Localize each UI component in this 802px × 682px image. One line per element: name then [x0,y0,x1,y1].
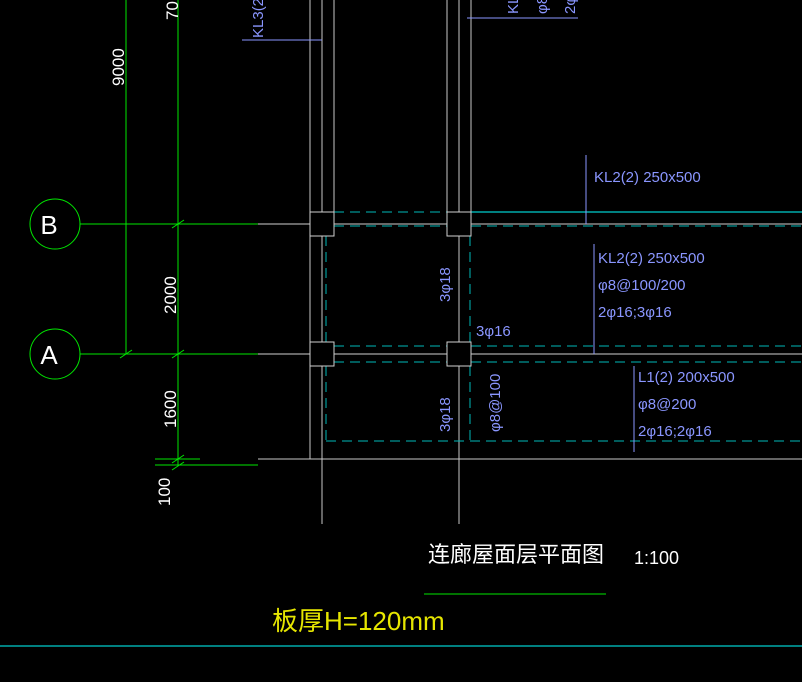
kl-partial-label: KL [505,0,522,14]
axis-label-a: A [40,340,58,370]
dashed-beams [325,211,802,442]
column-a1 [309,341,335,367]
drawing-scale: 1:100 [634,548,679,568]
vertical-grid-lines [258,0,802,524]
kl2-bars-label: 2φ16;3φ16 [598,304,672,321]
grid-axis-b [29,198,802,250]
column-b2 [446,211,472,237]
rebar-3phi18-upper: 3φ18 [437,267,454,302]
kl2-top-label: KL2(2) 250x500 [594,169,701,186]
rebar-3phi18-lower: 3φ18 [437,397,454,432]
l1-bars-label: 2φ16;2φ16 [638,423,712,440]
rebar-3phi16: 3φ16 [476,323,511,340]
beam-label-group: KL3(2 KL φ8 2φ KL2(2) 250x500 KL2(2) 250… [250,0,735,440]
dim-text-2000: 2000 [161,276,180,314]
l1-name-label: L1(2) 200x500 [638,369,735,386]
phi-partial-label: φ8 [534,0,551,14]
dim-text-1600: 1600 [161,390,180,428]
dimension-lines [119,0,258,471]
rebar-phi8-100: φ8@100 [487,374,504,432]
axis-letters: B A [40,210,58,370]
columns [309,211,472,367]
leader-lines [242,17,635,452]
dimension-text-group: 70 9000 2000 1600 100 [109,1,182,506]
slab-thickness-note: 板厚H=120mm [272,606,445,636]
drawing-title: 连廊屋面层平面图 [428,542,604,567]
dim-text-100: 100 [155,478,174,506]
dim-text-top: 70 [163,1,182,20]
kl2-name-label: KL2(2) 250x500 [598,250,705,267]
dim-tick [171,461,185,471]
kl2-stirrup-label: φ8@100/200 [598,277,686,294]
column-a2 [446,341,472,367]
l1-stirrup-label: φ8@200 [638,396,696,413]
column-b1 [309,211,335,237]
two-phi-partial-label: 2φ [562,0,579,14]
axis-label-b: B [40,210,57,240]
dim-text-9000: 9000 [109,48,128,86]
grid-axis-a [29,328,802,380]
kl3-label: KL3(2 [250,0,267,38]
